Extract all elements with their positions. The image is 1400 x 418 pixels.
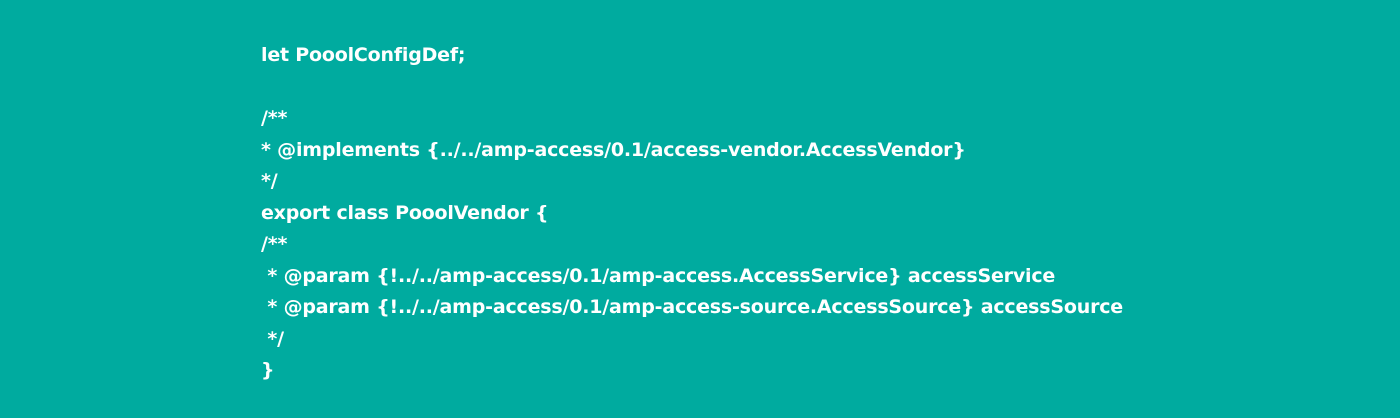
code-line-blank [261,72,1123,104]
code-line: * @param {!../../amp-access/0.1/amp-acce… [261,264,1056,287]
code-line: export class PooolVendor { [261,201,549,224]
code-line: * @param {!../../amp-access/0.1/amp-acce… [261,296,1123,318]
code-line: */ [261,170,278,192]
code-block: let PooolConfigDef; /** * @implements {.… [261,40,1123,387]
code-line: */ [261,327,284,350]
code-line: /** [261,107,288,129]
code-line: let PooolConfigDef; [261,44,466,66]
code-line: * @implements {../../amp-access/0.1/acce… [261,138,966,161]
code-line: /** [261,233,288,255]
code-line: } [261,359,275,381]
